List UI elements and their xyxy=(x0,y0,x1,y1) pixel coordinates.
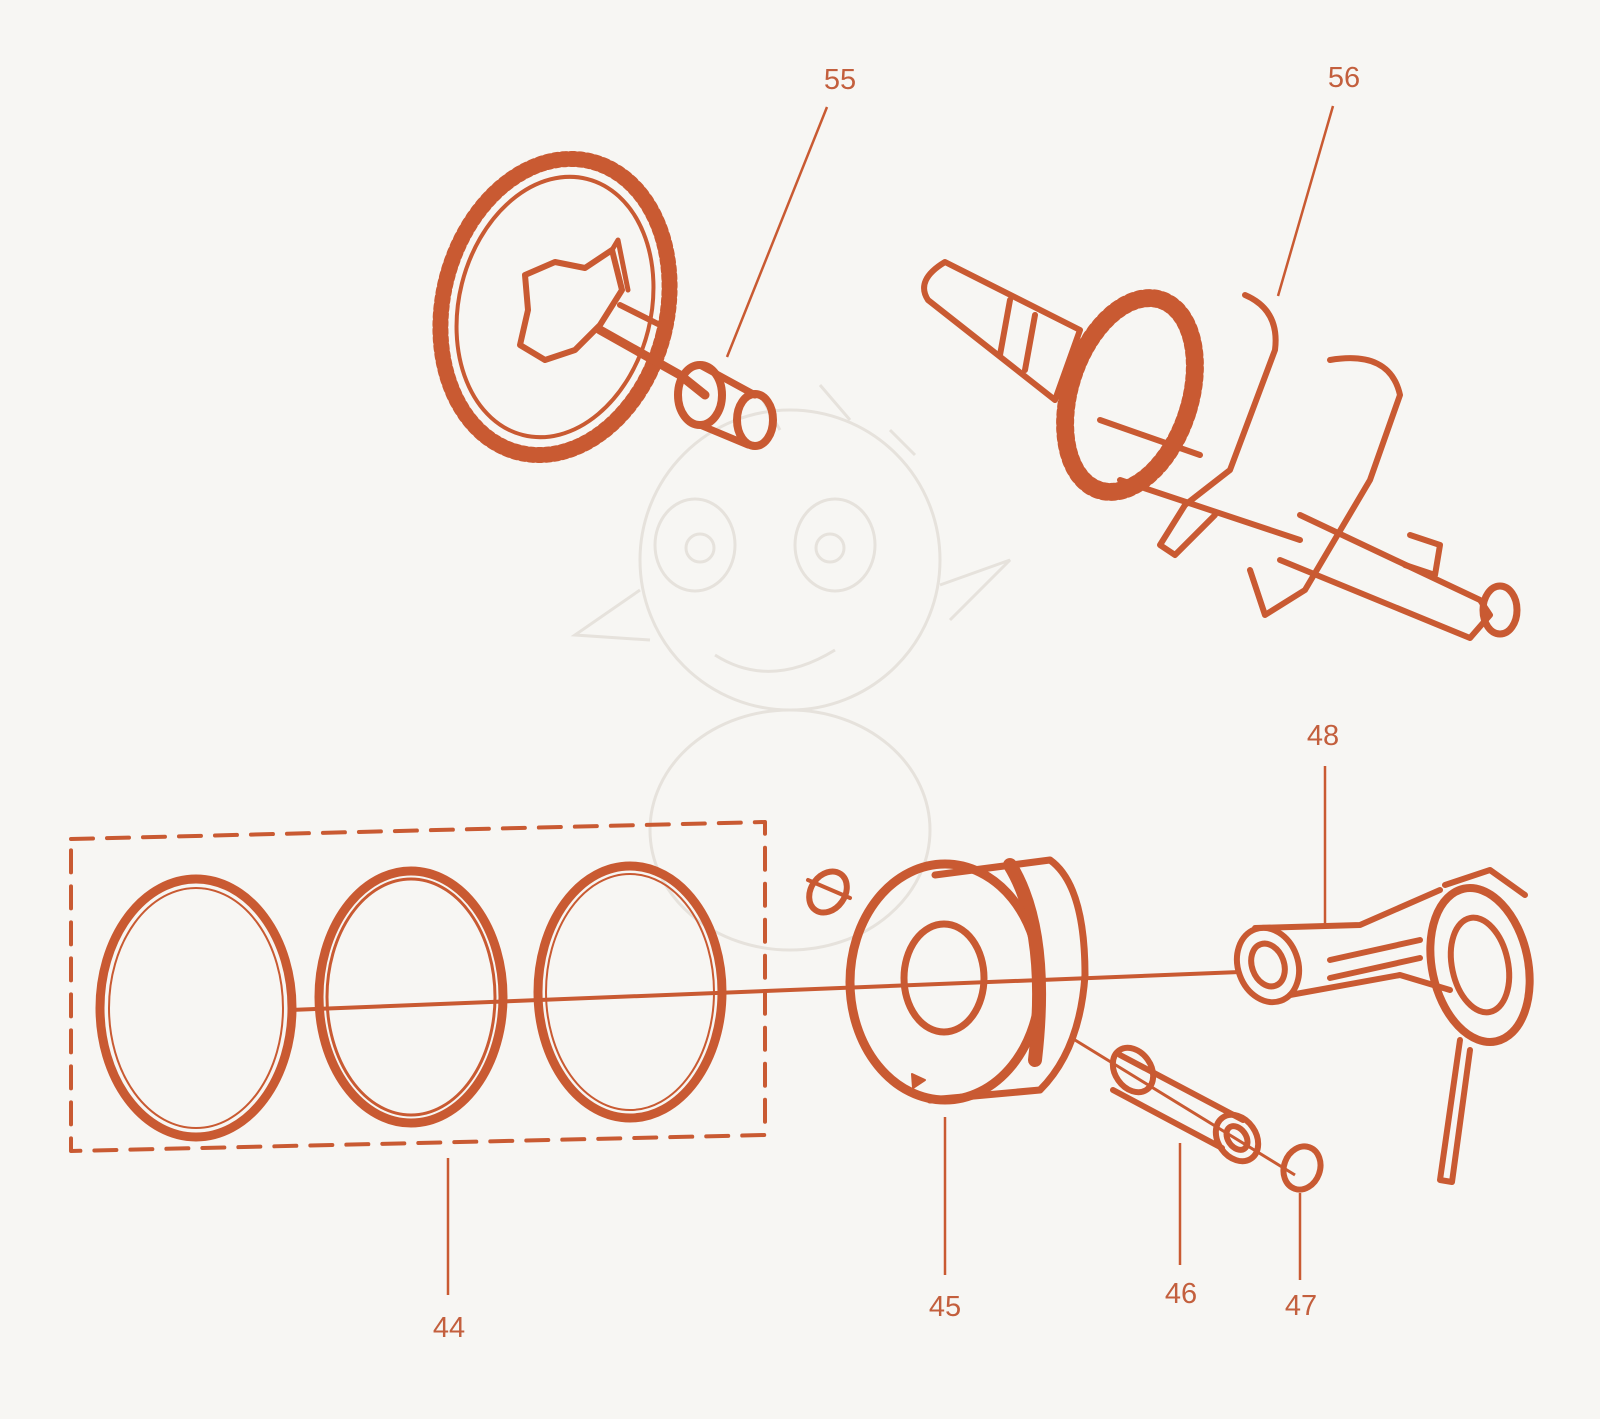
camshaft-gear xyxy=(432,150,777,464)
callout-labels: 55 56 48 44 45 46 47 xyxy=(433,62,1360,1344)
pin-axis-line xyxy=(1074,1038,1296,1177)
piston-pin xyxy=(1109,1044,1262,1165)
callout-45: 45 xyxy=(929,1291,961,1323)
leader-lines xyxy=(446,105,1335,1295)
crankshaft xyxy=(921,259,1521,641)
callout-48: 48 xyxy=(1307,720,1339,752)
callout-46: 46 xyxy=(1165,1278,1197,1310)
pin-clip xyxy=(1280,1143,1324,1193)
callout-56: 56 xyxy=(1328,62,1360,94)
callout-55: 55 xyxy=(824,64,856,96)
callout-47: 47 xyxy=(1285,1290,1317,1322)
connecting-rod xyxy=(1233,867,1534,1185)
leader-56 xyxy=(1276,105,1335,297)
piston-ring-set xyxy=(69,820,767,1153)
piston-clip-upper xyxy=(806,868,852,916)
callout-44: 44 xyxy=(433,1312,465,1344)
leader-55 xyxy=(725,106,829,358)
piston xyxy=(845,856,1089,1105)
